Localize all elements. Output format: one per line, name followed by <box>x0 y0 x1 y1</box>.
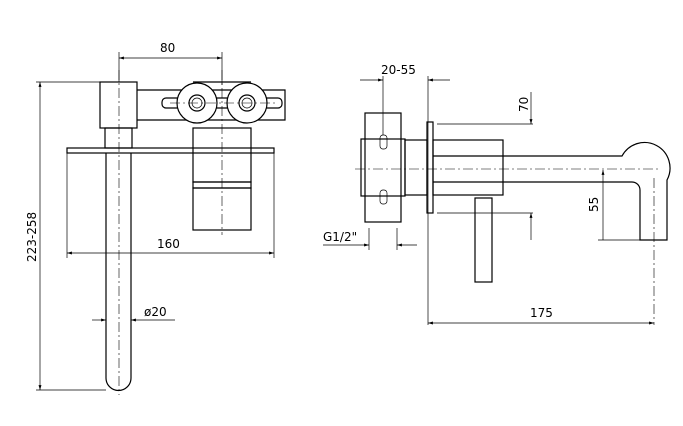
dim-diameter-20: ø20 <box>144 305 167 319</box>
dim-g1-2: G1/2" <box>323 230 357 244</box>
side-spout <box>433 141 671 241</box>
dim-175: 175 <box>530 306 553 320</box>
spout-tube <box>105 153 132 392</box>
dim-20-55: 20-55 <box>381 63 416 77</box>
front-view: 80 223-258 160 ø20 <box>25 41 286 395</box>
dim-160: 160 <box>157 237 180 251</box>
dim-70: 70 <box>517 97 531 112</box>
dim-80: 80 <box>160 41 175 55</box>
wall-plate <box>66 147 275 154</box>
side-view: 20-55 70 55 175 G1/2" <box>323 63 671 325</box>
spout-head <box>99 81 138 129</box>
lever-handle <box>474 197 493 283</box>
valve-body <box>364 112 402 223</box>
dim-223-258: 223-258 <box>25 212 39 262</box>
dim-55: 55 <box>587 197 601 212</box>
